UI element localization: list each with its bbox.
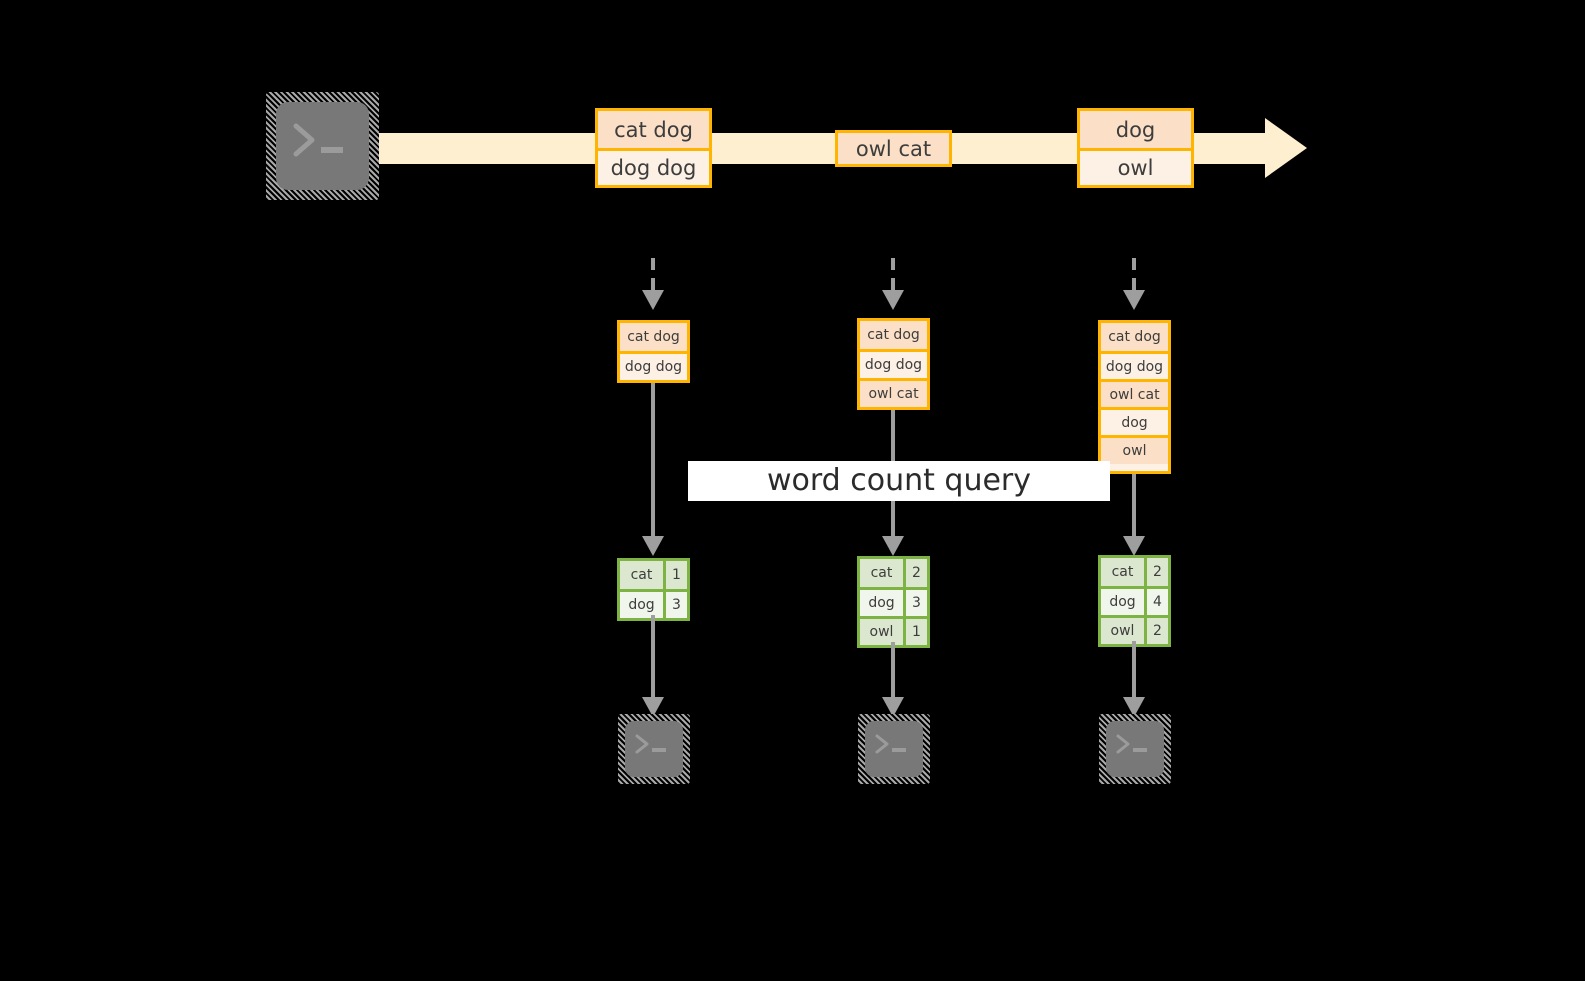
terminal-prompt-glyph: [293, 123, 343, 157]
terminal-prompt-glyph: [635, 734, 666, 754]
snapshot-3-result-count-2: 2: [1143, 618, 1168, 644]
source-terminal-icon: [266, 92, 379, 200]
snapshot-2-result-to-sink-arrowhead: [882, 697, 904, 717]
table-row: owl 1: [860, 616, 927, 645]
snapshot-3-state-line-2: owl cat: [1101, 379, 1168, 407]
terminal-prompt-glyph: [875, 734, 906, 754]
snapshot-2-state-line-0: cat dog: [860, 321, 927, 349]
table-row: dog 3: [620, 589, 687, 618]
snapshot-3-result: cat 2 dog 4 owl 2: [1098, 555, 1171, 647]
stream-batch-1-line-0: cat dog: [598, 111, 709, 148]
stream-batch-2: owl cat: [835, 130, 952, 167]
snapshot-2-result-to-sink-line: [891, 642, 895, 703]
snapshot-1-result-count-1: 3: [662, 592, 687, 618]
snapshot-1-state-to-result-line: [651, 352, 655, 542]
snapshot-1-result-word-1: dog: [620, 592, 663, 618]
snapshot-3-result-word-1: dog: [1101, 589, 1144, 615]
query-label-band: [688, 461, 1110, 501]
snapshot-2-result-count-2: 1: [902, 619, 927, 645]
snapshot-3-result-count-0: 2: [1143, 558, 1168, 586]
snapshot-2-result-word-1: dog: [860, 590, 903, 616]
snapshot-1-result: cat 1 dog 3: [617, 558, 690, 621]
stream-batch-1: cat dog dog dog: [595, 108, 712, 188]
snapshot-2-result-count-1: 3: [902, 590, 927, 616]
snapshot-2-result-word-0: cat: [860, 559, 903, 587]
stream-batch-3: dog owl: [1077, 108, 1194, 188]
snapshot-3-state-line-4: owl: [1101, 435, 1168, 464]
snapshot-2-state-line-1: dog dog: [860, 349, 927, 378]
snapshot-3-trigger-line: [1132, 258, 1136, 294]
stream-batch-3-line-0: dog: [1080, 111, 1191, 148]
snapshot-2-state: cat dog dog dog owl cat: [857, 318, 930, 410]
stream-batch-3-line-1: owl: [1080, 148, 1191, 185]
snapshot-3-state-to-result-line: [1132, 440, 1136, 542]
query-label: word count query: [766, 462, 1032, 498]
snapshot-1-state-line-0: cat dog: [620, 323, 687, 351]
snapshot-1-state-to-result-arrowhead: [642, 536, 664, 556]
table-row: owl 2: [1101, 615, 1168, 644]
table-row: cat 2: [860, 559, 927, 587]
stream-batch-1-line-1: dog dog: [598, 148, 709, 185]
snapshot-1-state-line-1: dog dog: [620, 351, 687, 380]
table-row: dog 3: [860, 587, 927, 616]
table-row: dog 4: [1101, 586, 1168, 615]
snapshot-3-result-to-sink-line: [1132, 641, 1136, 703]
snapshot-1-result-to-sink-line: [651, 615, 655, 703]
stream-batch-2-line-0: owl cat: [838, 133, 949, 164]
snapshot-1-trigger-arrowhead: [642, 290, 664, 310]
snapshot-3-state-line-1: dog dog: [1101, 351, 1168, 379]
snapshot-3-state-to-result-arrowhead: [1123, 536, 1145, 556]
snapshot-2-result: cat 2 dog 3 owl 1: [857, 556, 930, 648]
snapshot-3-result-to-sink-arrowhead: [1123, 697, 1145, 717]
snapshot-3-result-word-0: cat: [1101, 558, 1144, 586]
snapshot-3-sink-terminal-icon: [1099, 714, 1171, 784]
terminal-face: [276, 102, 369, 190]
snapshot-1-result-to-sink-arrowhead: [642, 697, 664, 717]
snapshot-2-trigger-line: [891, 258, 895, 294]
right-arrow-icon: [1265, 118, 1307, 178]
snapshot-2-result-word-2: owl: [860, 619, 903, 645]
snapshot-1-sink-terminal-icon: [618, 714, 690, 784]
snapshot-3-trigger-arrowhead: [1123, 290, 1145, 310]
snapshot-1-state: cat dog dog dog: [617, 320, 690, 383]
snapshot-2-sink-terminal-icon: [858, 714, 930, 784]
table-row: cat 2: [1101, 558, 1168, 586]
snapshot-2-state-to-result-arrowhead: [882, 536, 904, 556]
snapshot-2-state-line-2: owl cat: [860, 378, 927, 407]
snapshot-1-trigger-line: [651, 258, 655, 294]
table-row: cat 1: [620, 561, 687, 589]
snapshot-3-state-line-0: cat dog: [1101, 323, 1168, 351]
snapshot-2-result-count-0: 2: [902, 559, 927, 587]
snapshot-3-result-count-1: 4: [1143, 589, 1168, 615]
snapshot-1-result-word-0: cat: [620, 561, 663, 589]
snapshot-2-trigger-arrowhead: [882, 290, 904, 310]
snapshot-1-result-count-0: 1: [662, 561, 687, 589]
snapshot-3-result-word-2: owl: [1101, 618, 1144, 644]
snapshot-3-state: cat dog dog dog owl cat dog owl: [1098, 320, 1171, 474]
terminal-prompt-glyph: [1116, 734, 1147, 754]
snapshot-3-state-line-3: dog: [1101, 407, 1168, 435]
